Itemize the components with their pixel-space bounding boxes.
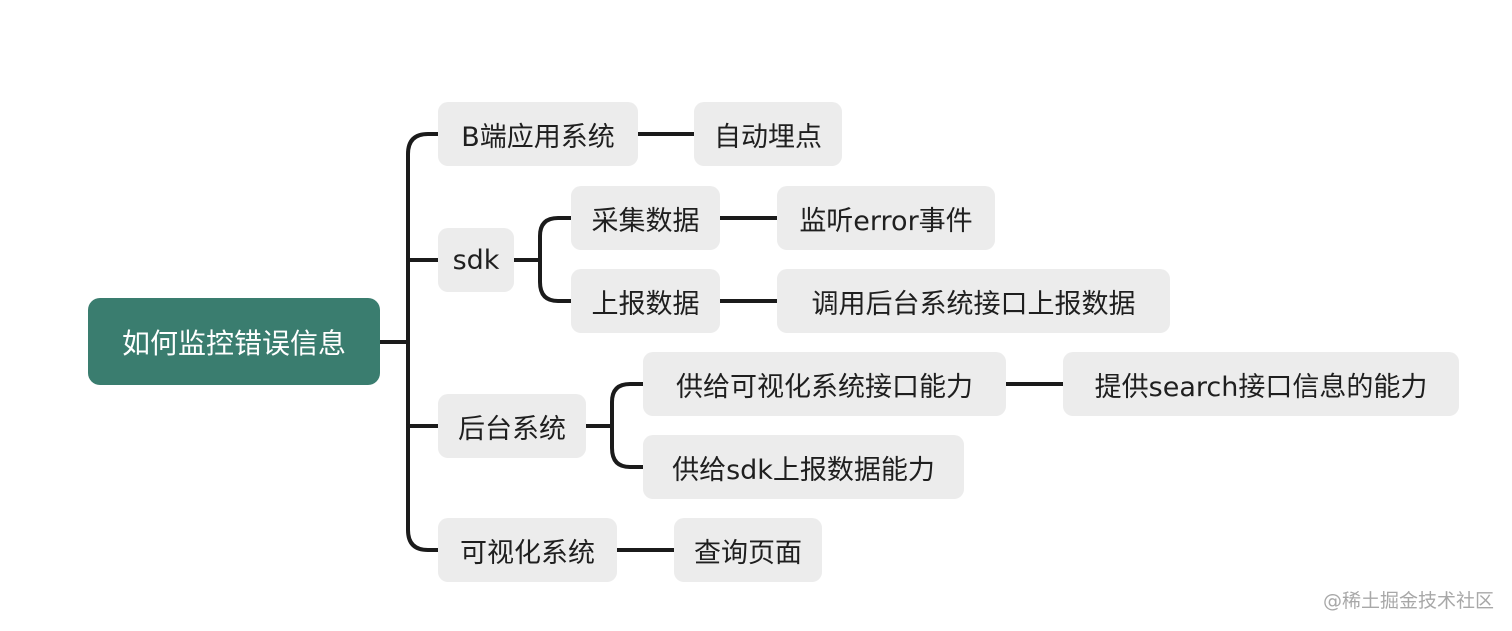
connector-sdk-branches xyxy=(538,216,573,303)
node-report-data[interactable]: 上报数据 xyxy=(571,269,720,333)
node-auto-tracking[interactable]: 自动埋点 xyxy=(694,102,842,166)
connector-backend-branches xyxy=(610,382,645,469)
node-b-app-system[interactable]: B端应用系统 xyxy=(438,102,638,166)
node-search-api-capability[interactable]: 提供search接口信息的能力 xyxy=(1063,352,1459,416)
node-call-backend-api[interactable]: 调用后台系统接口上报数据 xyxy=(777,269,1170,333)
root-node[interactable]: 如何监控错误信息 xyxy=(88,298,380,385)
watermark: @稀土掘金技术社区 xyxy=(1322,590,1494,612)
node-listen-error[interactable]: 监听error事件 xyxy=(777,186,995,250)
node-collect-data[interactable]: 采集数据 xyxy=(571,186,720,250)
node-sdk[interactable]: sdk xyxy=(438,228,514,292)
level1-trunk xyxy=(406,132,440,552)
node-visual-api-capability[interactable]: 供给可视化系统接口能力 xyxy=(643,352,1006,416)
node-backend-system[interactable]: 后台系统 xyxy=(438,394,586,458)
node-visual-system[interactable]: 可视化系统 xyxy=(438,518,617,582)
node-sdk-report-capability[interactable]: 供给sdk上报数据能力 xyxy=(643,435,964,499)
node-query-page[interactable]: 查询页面 xyxy=(674,518,822,582)
